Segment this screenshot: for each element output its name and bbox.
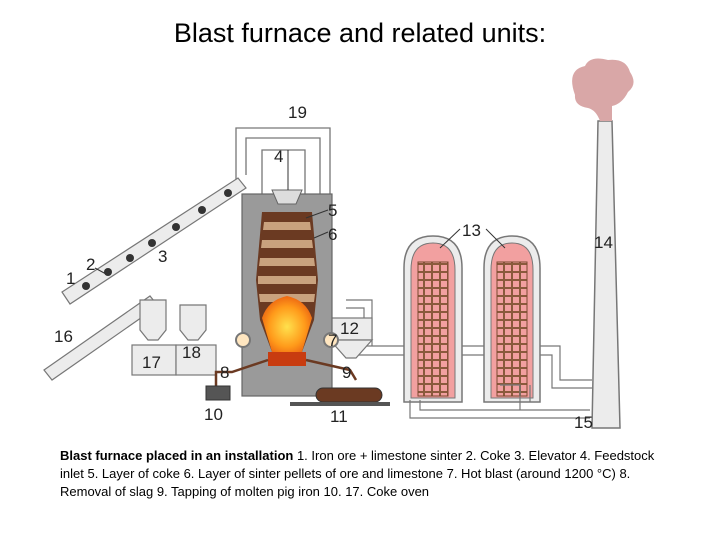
label-18: 18 <box>182 343 201 362</box>
label-10: 10 <box>204 405 223 424</box>
label-1: 1 <box>66 269 75 288</box>
blast-furnace-diagram: 1 2 3 4 5 6 7 8 9 10 11 12 13 14 15 16 1… <box>43 58 634 432</box>
smoke-plume <box>572 58 634 121</box>
figure-caption: Blast furnace placed in an installation … <box>60 447 660 501</box>
label-6: 6 <box>328 225 337 244</box>
page-title: Blast furnace and related units: <box>173 18 547 48</box>
pig-iron-ladle <box>290 358 390 406</box>
label-14: 14 <box>594 233 613 252</box>
label-19: 19 <box>288 103 307 122</box>
blast-furnace <box>235 189 339 397</box>
caption-body: 1. Iron ore + limestone sinter 2. Coke 3… <box>60 448 655 499</box>
slag-channel <box>214 358 269 386</box>
burden-layers <box>258 222 316 302</box>
label-8: 8 <box>220 363 229 382</box>
label-2: 2 <box>86 255 95 274</box>
caption-lead: Blast furnace placed in an installation <box>60 448 294 463</box>
label-7: 7 <box>328 331 337 350</box>
label-5: 5 <box>328 201 337 220</box>
hot-blast-stove-left <box>403 235 463 403</box>
label-15: 15 <box>574 413 593 432</box>
elevator-conveyor <box>61 177 247 305</box>
tuyere-left <box>235 332 251 348</box>
dust-catcher <box>328 317 374 359</box>
slag-pot <box>205 385 231 401</box>
coke-oven <box>131 299 177 376</box>
label-4: 4 <box>274 147 283 166</box>
label-13: 13 <box>462 221 481 240</box>
hot-blast-stove-right <box>483 235 541 403</box>
chimney <box>572 58 634 429</box>
label-16: 16 <box>54 327 73 346</box>
furnace-top-bell <box>271 189 303 205</box>
leader-lines <box>94 150 506 275</box>
label-11: 11 <box>330 407 348 426</box>
hot-zone <box>262 296 312 352</box>
bunker <box>175 304 217 376</box>
hot-blast-pipes <box>346 299 592 419</box>
label-12: 12 <box>340 319 359 338</box>
label-17: 17 <box>142 353 161 372</box>
label-3: 3 <box>158 247 167 266</box>
label-9: 9 <box>342 363 351 382</box>
tuyere-right <box>323 332 339 348</box>
